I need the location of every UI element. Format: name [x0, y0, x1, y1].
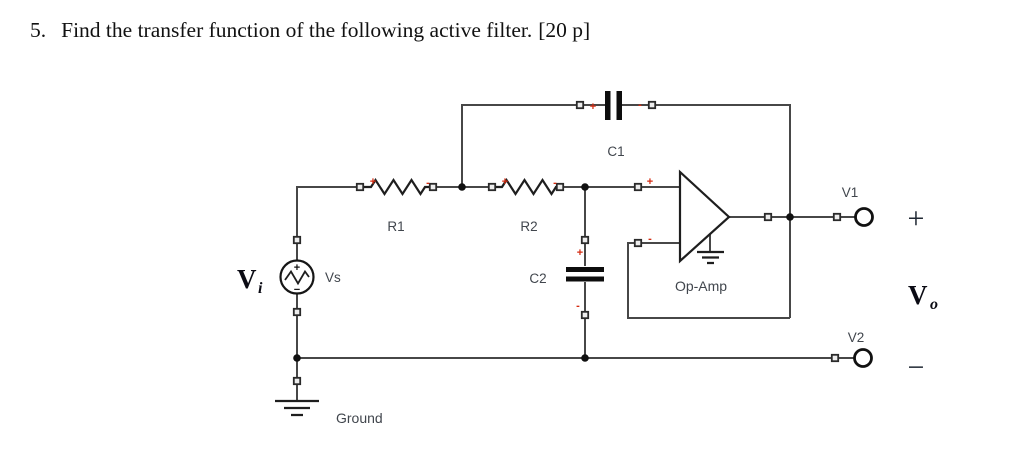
- opamp-noninverting-plus: +: [647, 176, 653, 188]
- c1-polarity-plus: +: [590, 101, 596, 113]
- output-terminal-v2: [853, 348, 873, 368]
- inverting-feedback-loop-wire: [627, 242, 790, 319]
- vin-signal-label: V i: [237, 264, 263, 297]
- v2-label: V2: [848, 330, 865, 345]
- terminal-pin: [292, 307, 302, 317]
- opamp-ground-symbol: [697, 250, 724, 265]
- input-row-wire: [296, 186, 680, 261]
- c2-polarity-plus: +: [577, 247, 583, 259]
- terminal-pin: [292, 376, 302, 386]
- c1-plate-right: [616, 91, 622, 120]
- feedback-wire-right: [649, 104, 791, 318]
- c2-plate-top: [566, 267, 604, 272]
- c1-capacitor: [605, 91, 622, 120]
- question-number: 5.: [30, 18, 47, 42]
- source-plus-sign: +: [294, 262, 300, 274]
- r1-polarity-minus: -: [426, 177, 430, 189]
- opamp-triangle: [678, 169, 731, 264]
- question-title: 5. Find the transfer function of the foll…: [30, 18, 590, 43]
- r1-label: R1: [387, 219, 404, 234]
- terminal-pin: [555, 182, 565, 192]
- source-minus-sign: −: [294, 284, 300, 296]
- ground-label: Ground: [336, 410, 383, 426]
- terminal-pin: [832, 212, 842, 222]
- vout-signal-label: V o: [908, 280, 938, 313]
- junction-dot: [293, 354, 301, 362]
- terminal-pin: [580, 310, 590, 320]
- feedback-wire-left: [461, 104, 583, 187]
- opamp-inverting-minus: -: [648, 233, 652, 245]
- r2-polarity-plus: +: [502, 176, 508, 188]
- c1-plate-left: [605, 91, 611, 120]
- r2-label: R2: [520, 219, 537, 234]
- ground-symbol: [275, 399, 319, 417]
- terminal-pin: [647, 100, 657, 110]
- output-plus-sign: +: [908, 202, 925, 235]
- terminal-pin: [428, 182, 438, 192]
- vin-subscript: i: [258, 280, 263, 297]
- r2-polarity-minus: -: [553, 177, 557, 189]
- r2-resistor: [495, 177, 557, 197]
- junction-dot: [786, 213, 794, 221]
- c2-label: C2: [529, 271, 546, 286]
- junction-dot: [458, 183, 466, 191]
- c2-plate-bottom: [566, 276, 604, 282]
- c1-polarity-minus: -: [638, 99, 642, 111]
- r1-resistor: [363, 177, 430, 197]
- c2-capacitor: [566, 267, 604, 282]
- vs-label: Vs: [325, 270, 341, 285]
- question-text: Find the transfer function of the follow…: [61, 18, 533, 42]
- terminal-pin: [580, 235, 590, 245]
- vout-main: V: [908, 280, 928, 310]
- output-minus-sign: −: [908, 351, 925, 384]
- vin-main: V: [237, 264, 257, 294]
- vout-subscript: o: [930, 296, 938, 313]
- c1-label: C1: [607, 144, 624, 159]
- terminal-pin: [633, 238, 643, 248]
- terminal-pin: [292, 235, 302, 245]
- source-sine-wave-icon: [284, 269, 310, 286]
- terminal-pin: [633, 182, 643, 192]
- question-points: [20 p]: [538, 18, 591, 42]
- junction-dot: [581, 354, 589, 362]
- output-terminal-v1: [854, 207, 874, 227]
- terminal-pin: [355, 182, 365, 192]
- junction-dot: [581, 183, 589, 191]
- terminal-pin: [763, 212, 773, 222]
- r1-polarity-plus: +: [370, 176, 376, 188]
- opamp-label: Op-Amp: [675, 278, 727, 294]
- terminal-pin: [487, 182, 497, 192]
- voltage-source-circle: [279, 259, 315, 295]
- v1-label: V1: [842, 185, 859, 200]
- c2-polarity-minus: -: [576, 300, 580, 312]
- terminal-pin: [575, 100, 585, 110]
- terminal-pin: [830, 353, 840, 363]
